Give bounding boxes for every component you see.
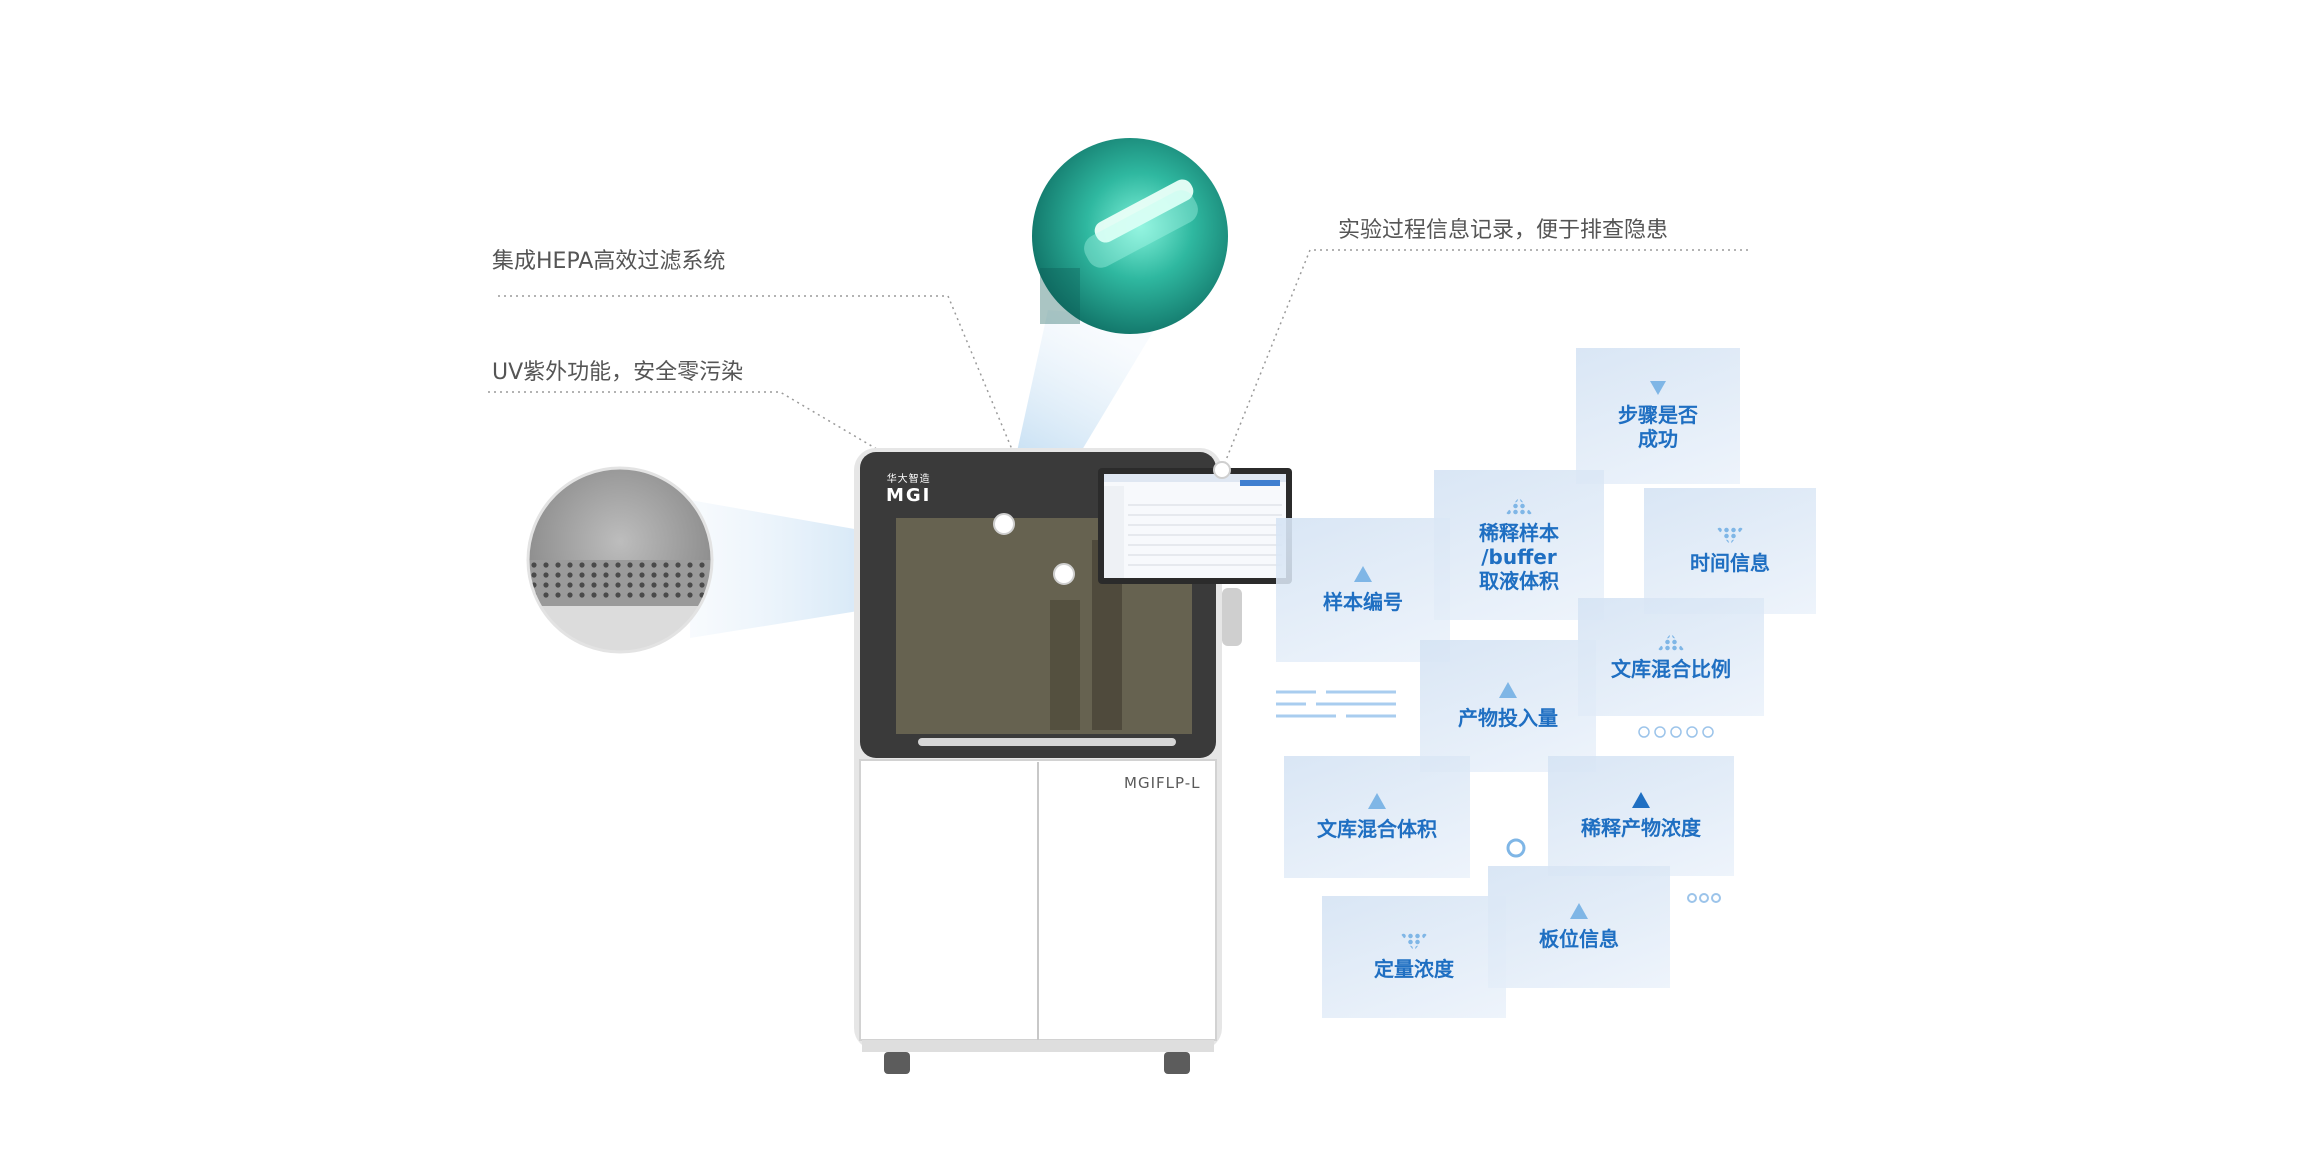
decor-lines (1276, 690, 1396, 718)
triangle-up-icon (1570, 903, 1588, 919)
tile-library-ratio: 文库混合比例 (1578, 598, 1764, 716)
tile-label: 定量浓度 (1374, 957, 1454, 981)
hepa-marker (1053, 563, 1075, 585)
tile-label: 稀释样本 /buffer 取液体积 (1479, 521, 1559, 593)
tile-label: 文库混合体积 (1317, 817, 1437, 841)
tile-label: 步骤是否 成功 (1618, 403, 1698, 451)
tile-step-success: 步骤是否 成功 (1576, 348, 1740, 484)
leader-uv (488, 391, 1005, 525)
tile-label: 时间信息 (1690, 551, 1770, 575)
tile-label: 文库混合比例 (1611, 657, 1731, 681)
tile-label: 板位信息 (1539, 927, 1619, 951)
dot-triangle-down-icon (1400, 933, 1428, 951)
record-marker (1213, 461, 1231, 479)
triangle-up-dark-icon (1632, 792, 1650, 808)
tile-library-volume: 文库混合体积 (1284, 756, 1470, 878)
tile-sample-id: 样本编号 (1276, 518, 1450, 662)
leader-hepa (498, 295, 1065, 575)
brand-en: MGI (886, 485, 932, 506)
triangle-up-icon (1499, 682, 1517, 698)
hepa-zoom-circle (526, 466, 714, 654)
instrument (854, 448, 1292, 1074)
tile-dilution-concentration: 稀释产物浓度 (1548, 756, 1734, 876)
tile-label: 稀释产物浓度 (1581, 816, 1701, 840)
tile-time-info: 时间信息 (1644, 488, 1816, 614)
decor-circles (1687, 893, 1721, 903)
tile-label: 产物投入量 (1458, 706, 1558, 730)
brand-logo: 华大智造 MGI (886, 470, 931, 506)
model-label: MGIFLP-L (1124, 774, 1201, 792)
uv-marker (993, 513, 1015, 535)
callout-hepa: 集成HEPA高效过滤系统 (492, 249, 726, 274)
tile-quant-concentration: 定量浓度 (1322, 896, 1506, 1018)
leader-record (1221, 249, 1748, 471)
dot-triangle-down-icon (1716, 527, 1744, 545)
tile-dilution-volume: 稀释样本 /buffer 取液体积 (1434, 470, 1604, 620)
tile-plate-position: 板位信息 (1488, 866, 1670, 988)
uv-zoom-circle (1032, 138, 1228, 334)
brand-cn: 华大智造 (886, 474, 931, 485)
dot-triangle-up-icon (1657, 633, 1685, 651)
callout-record: 实验过程信息记录，便于排查隐患 (1338, 218, 1669, 243)
triangle-up-icon (1354, 566, 1372, 582)
tile-label: 样本编号 (1323, 590, 1403, 614)
triangle-down-icon (1650, 381, 1666, 395)
tile-product-input: 产物投入量 (1420, 640, 1596, 772)
callout-uv: UV紫外功能，安全零污染 (492, 360, 744, 385)
dot-triangle-up-icon (1505, 497, 1533, 515)
decor-ring (1506, 838, 1526, 858)
triangle-up-icon (1368, 793, 1386, 809)
decor-bulbs (1638, 726, 1714, 738)
